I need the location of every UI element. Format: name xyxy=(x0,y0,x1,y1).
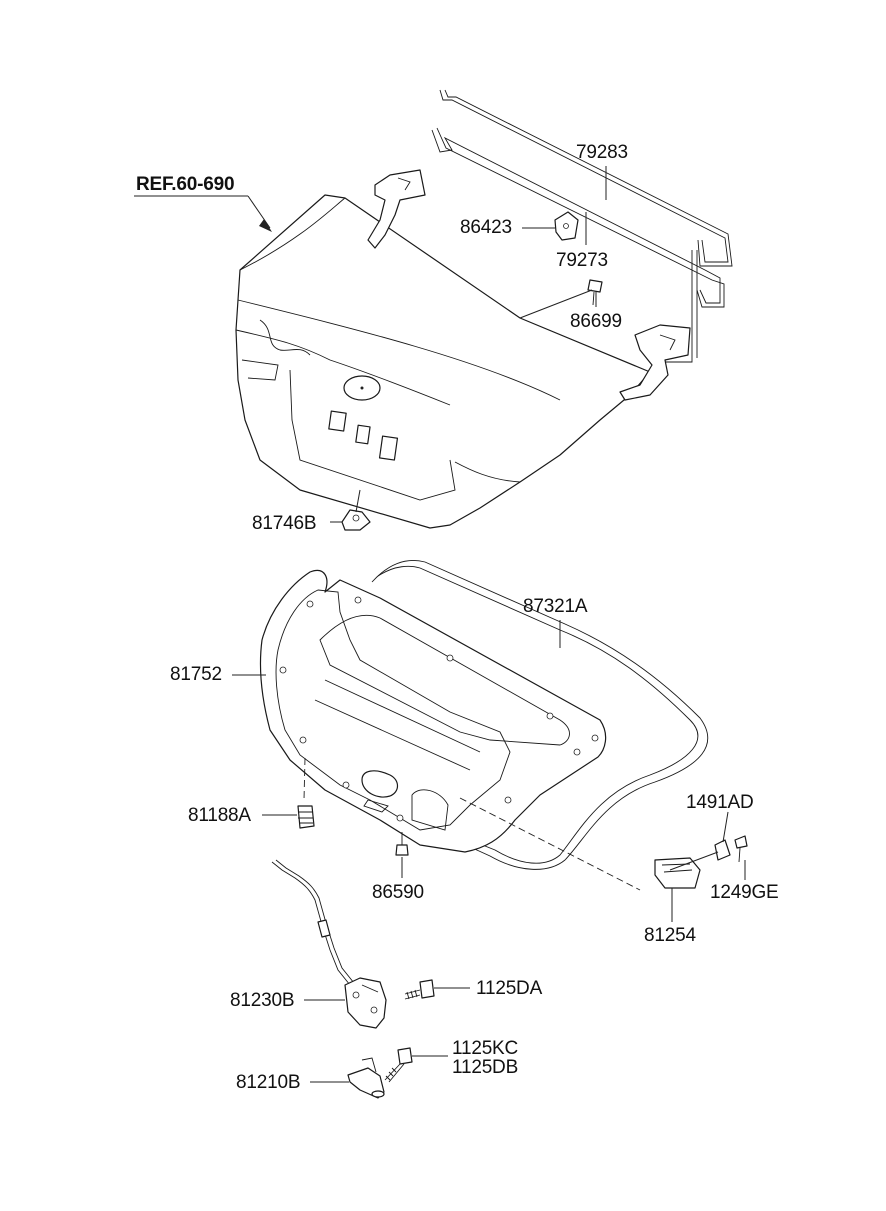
part-label-79283: 79283 xyxy=(576,142,628,163)
hinge-left xyxy=(367,169,426,249)
screw-1249GE xyxy=(734,835,748,863)
part-label-1125DA: 1125DA xyxy=(476,978,543,999)
leader-dashed-81254 xyxy=(459,797,641,891)
part-label-79273: 79273 xyxy=(556,250,608,271)
cable-assembly xyxy=(271,859,355,986)
clip-1491AD xyxy=(714,839,731,861)
bumper-81746B xyxy=(341,509,371,531)
part-label-1125DB: 1125DB xyxy=(452,1057,519,1078)
leader-dashed-81188A xyxy=(303,757,306,801)
weatherstrip-87321A xyxy=(371,559,709,870)
bolt-1125DA xyxy=(404,979,435,1000)
handle-81254 xyxy=(654,857,701,889)
part-label-1125KC: 1125KC xyxy=(452,1038,519,1059)
part-label-86699: 86699 xyxy=(570,311,622,332)
part-label-87321A: 87321A xyxy=(523,596,588,617)
torsion-bar-79283 xyxy=(439,89,733,267)
bracket-86423 xyxy=(554,211,579,241)
part-label-1249GE: 1249GE xyxy=(710,882,779,903)
part-label-81188A: 81188A xyxy=(188,805,251,826)
bumper-81188A xyxy=(297,805,315,829)
part-label-86423: 86423 xyxy=(460,217,512,238)
part-label-1491AD: 1491AD xyxy=(686,792,754,813)
trunk-lid-trim-81752 xyxy=(259,569,607,853)
reference-label: REF.60-690 xyxy=(136,174,235,195)
part-label-86590: 86590 xyxy=(372,882,424,903)
latch-81230B xyxy=(344,977,387,1029)
bolt-86699 xyxy=(587,279,603,306)
clip-86590 xyxy=(395,832,409,856)
hinge-right xyxy=(619,324,691,401)
part-label-81752: 81752 xyxy=(170,664,222,685)
part-label-81210B: 81210B xyxy=(236,1072,301,1093)
part-label-81230B: 81230B xyxy=(230,990,295,1011)
part-label-81254: 81254 xyxy=(644,925,696,946)
part-label-81746B: 81746B xyxy=(252,513,317,534)
striker-81210B xyxy=(347,1057,385,1099)
trunk-lid-panel xyxy=(235,194,651,529)
leader-lines xyxy=(134,166,746,1083)
torsion-bar-79273 xyxy=(431,127,725,363)
bolt-1125KC xyxy=(384,1047,413,1083)
